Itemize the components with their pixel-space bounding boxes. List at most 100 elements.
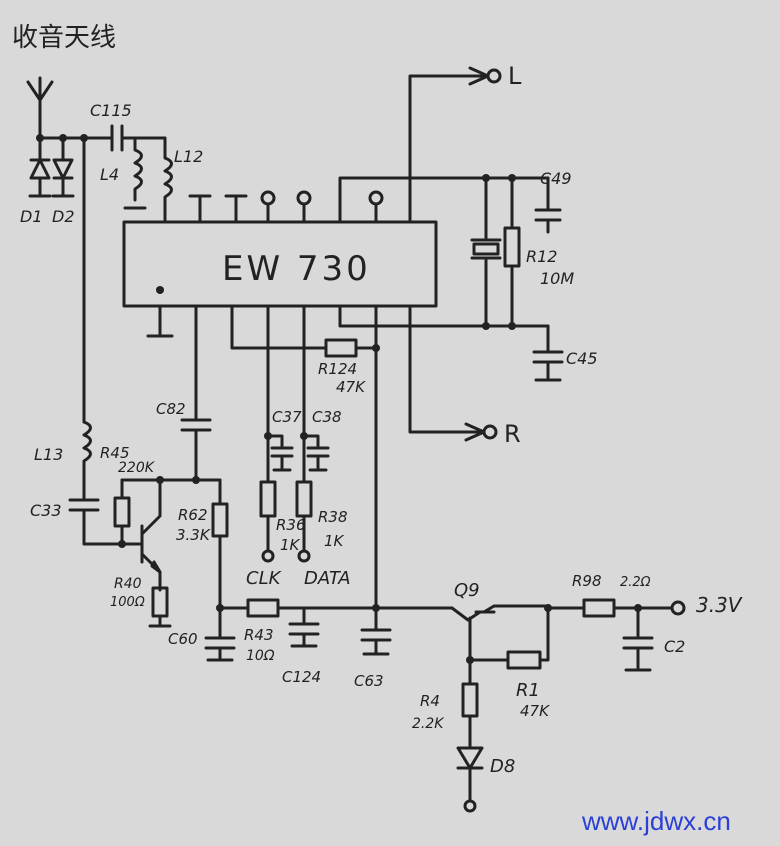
r40-label: R40 [114,576,142,592]
inductor-l4 [123,136,147,210]
output-r-wire [408,304,486,434]
data-label: DATA [304,568,351,589]
clk-label: CLK [246,568,282,589]
vcc-label: 3.3V [696,593,743,617]
resistor-r12 [503,176,521,328]
clk-data-wires [266,304,306,484]
transistor-q9 [450,604,550,662]
ic-ew730 [122,220,438,308]
l13-label: L13 [34,445,63,464]
c45-label: C45 [566,349,598,368]
inductor-l12 [163,136,173,224]
output-l-label: L [508,62,522,90]
capacitor-c33 [68,498,126,546]
diode-d2 [51,136,75,198]
r124-value: 47K [336,378,366,396]
resistor-r4 [461,682,479,718]
d8-label: D8 [490,756,515,777]
junction-dot [508,322,516,330]
r43-label: R43 [244,626,274,644]
pin1-marker [156,286,164,294]
resistor-r98 [582,598,616,618]
r36-label: R36 [276,516,306,534]
r98-value: 2.2Ω [620,575,651,590]
output-l-arrow [468,66,502,86]
resistor-r40 [148,582,172,628]
resistor-r36 [259,480,277,518]
l4-label: L4 [100,165,119,184]
capacitor-c38 [302,434,330,472]
r45-label: R45 [100,444,130,462]
c49-label: C49 [540,169,572,188]
r62-value: 3.3K [176,526,211,544]
output-r-arrow [464,422,498,442]
r40-value: 100Ω [110,595,145,610]
r36-value: 1K [280,536,301,554]
c63-label: C63 [354,672,384,690]
inductor-l13 [82,420,92,500]
r98-label: R98 [572,572,602,590]
c82-label: C82 [156,400,186,418]
crystal [470,176,502,328]
transistor-oscillator [120,478,162,586]
r43-value: 10Ω [246,648,275,664]
watermark: www.jdwx.cn [581,806,731,836]
r4-value: 2.2K [412,716,445,732]
c60-label: C60 [168,630,198,648]
r38-value: 1K [324,532,345,550]
clk-data-leads [266,514,306,552]
r12-label: R12 [526,247,557,266]
d1-label: D1 [20,207,43,226]
ic-label: EW 730 [222,249,371,289]
resistor-r45 [113,478,131,546]
capacitor-c2 [622,606,654,672]
r1-label: R1 [516,680,540,701]
resistor-r62 [211,478,229,610]
r45-value: 220K [118,460,156,476]
resistor-r38 [295,480,313,518]
capacitor-c115 [110,124,167,152]
capacitor-c37 [266,434,294,472]
l12-label: L12 [174,147,203,166]
r124-label: R124 [318,360,357,378]
resistor-r124 [324,338,358,358]
c37-label: C37 [272,408,302,426]
d2-label: D2 [52,207,75,226]
capacitor-c49 [534,176,562,234]
output-r-label: R [504,420,521,448]
schematic-title: 收音天线 [12,23,116,53]
c2-label: C2 [664,637,685,656]
q9-label: Q9 [454,580,480,601]
c38-label: C38 [312,408,342,426]
data-pin [297,549,311,563]
r38-label: R38 [318,508,348,526]
r12-value: 10M [540,269,574,288]
diode-d1 [28,136,52,198]
r62-label: R62 [178,506,208,524]
clk-pin [261,549,275,563]
c33-label: C33 [30,501,62,520]
junction-dot [482,322,490,330]
r4-label: R4 [420,692,440,710]
vcc-pin [670,600,686,616]
r1-value: 47K [520,702,550,720]
antenna-icon [26,76,54,140]
junction-dot [192,476,200,484]
capacitor-c45 [532,324,564,382]
r1-wire [468,606,550,662]
resistor-r43 [246,598,280,618]
capacitor-c60 [204,606,236,662]
capacitor-c63 [360,606,392,656]
xtal-bottom-wire [338,304,550,328]
ic-ground-pin [146,304,174,338]
capacitor-c124 [288,606,320,648]
resistor-r1 [506,650,542,670]
ic-top-pins [188,74,490,224]
led-d8 [456,746,484,802]
c124-label: C124 [282,668,321,686]
d8-pin [463,799,477,813]
capacitor-c82 [180,418,212,482]
c115-label: C115 [90,101,132,120]
